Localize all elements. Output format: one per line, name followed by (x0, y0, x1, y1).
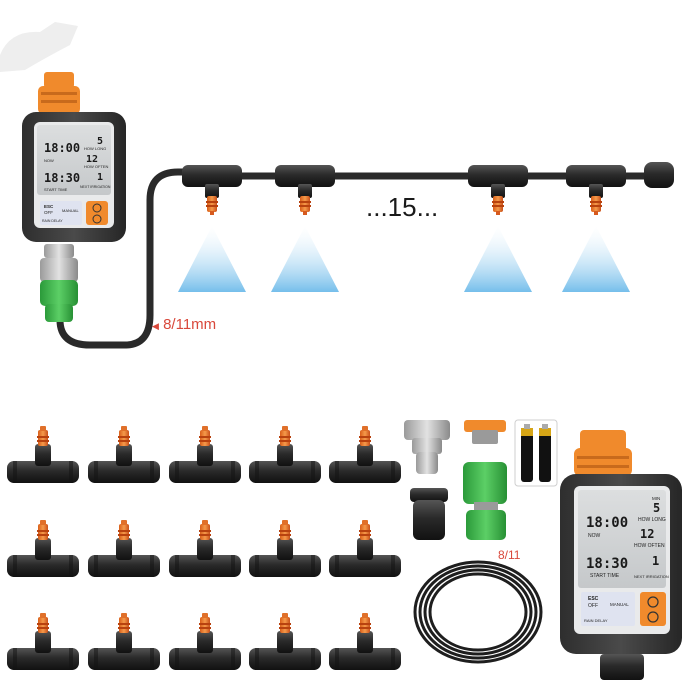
tee-fitting-r2c3 (169, 520, 241, 577)
sprinkler-count-label: ...15... (366, 192, 439, 222)
tee-fitting-r3c1 (7, 613, 79, 670)
batteries (514, 419, 558, 487)
timer-top (22, 72, 126, 322)
timer-top-next: 1 (97, 172, 103, 183)
timer-top-start-label: START TIME (44, 187, 68, 192)
tee-fitting-r2c2 (88, 520, 160, 577)
timer-top-start-time: 18:30 (44, 171, 80, 185)
timer-bottom-manual: MANUAL (610, 602, 629, 607)
timer-bottom-how-often: 12 (640, 527, 654, 541)
timer-bottom (560, 430, 682, 680)
tee-fitting-r1c4 (249, 426, 321, 483)
timer-bottom-how-long: 5 (653, 501, 660, 515)
timer-bottom-rain-delay: RAIN DELAY (584, 618, 608, 623)
spray-cone-2 (271, 226, 339, 292)
timer-top-manual: MANUAL (62, 208, 79, 213)
tee-fitting-r3c4 (249, 613, 321, 670)
timer-bottom-start-time: 18:30 (586, 556, 628, 572)
tee-fitting-r3c3 (169, 613, 241, 670)
pipe-size-text: 8/11mm (163, 316, 217, 333)
end-plug (644, 162, 674, 188)
timer-top-rain-delay: RAIN DELAY (42, 219, 63, 223)
orange-adapter-cap (464, 420, 506, 444)
spray-cone-1 (178, 226, 246, 292)
timer-top-how-often-label: HOW OFTEN (84, 164, 109, 169)
timer-bottom-next: 1 (652, 554, 659, 568)
tee-fitting-r1c3 (169, 426, 241, 483)
tee-fitting-r3c2 (88, 613, 160, 670)
timer-top-esc: ESC (44, 204, 54, 209)
tee-fitting-r1c5 (329, 426, 401, 483)
supply-hose (56, 168, 204, 349)
tee-fitting-r2c1 (7, 520, 79, 577)
timer-top-how-long-label: HOW LONG (84, 146, 106, 151)
sprinkler-3 (468, 165, 528, 215)
tap-adapter-grey (404, 420, 450, 474)
spray-cone-3 (464, 226, 532, 292)
timer-bottom-esc: ESC (588, 596, 599, 602)
timer-bottom-next-label: NEXT IRRIGATION (634, 574, 669, 579)
tee-fitting-r2c5 (329, 520, 401, 577)
hose-coil (413, 560, 543, 664)
arrow-left-icon: ◀ (152, 321, 159, 331)
timer-top-next-label: NEXT IRRIGATION (80, 185, 111, 189)
black-end-cap (410, 488, 448, 540)
timer-bottom-min-unit: MIN (652, 496, 660, 501)
timer-bottom-start-label: START TIME (590, 573, 620, 579)
coil-size-label: 8/11 (498, 548, 521, 562)
green-quick-connector (463, 462, 507, 540)
timer-bottom-off: OFF (588, 603, 598, 609)
spray-cone-4 (562, 226, 630, 292)
sprinkler-4 (566, 165, 626, 215)
timer-top-off: OFF (44, 210, 53, 215)
tee-fitting-r2c4 (249, 520, 321, 577)
tee-fitting-r3c5 (329, 613, 401, 670)
timer-top-now-time: 18:00 (44, 141, 80, 155)
sprinkler-1 (182, 165, 242, 215)
pipe-size-label: ◀ 8/11mm (152, 316, 216, 333)
timer-top-now-label: NOW (44, 158, 54, 163)
timer-bottom-now-label: NOW (588, 533, 601, 539)
timer-bottom-how-long-label: HOW LONG (638, 517, 666, 523)
faucet-shadow (0, 22, 78, 72)
tee-fitting-r1c2 (88, 426, 160, 483)
timer-top-how-often: 12 (86, 154, 98, 165)
tee-fitting-r1c1 (7, 426, 79, 483)
sprinkler-2 (275, 165, 335, 215)
timer-top-how-long: 5 (97, 136, 103, 147)
timer-bottom-now-time: 18:00 (586, 515, 628, 531)
timer-bottom-how-often-label: HOW OFTEN (634, 543, 665, 549)
